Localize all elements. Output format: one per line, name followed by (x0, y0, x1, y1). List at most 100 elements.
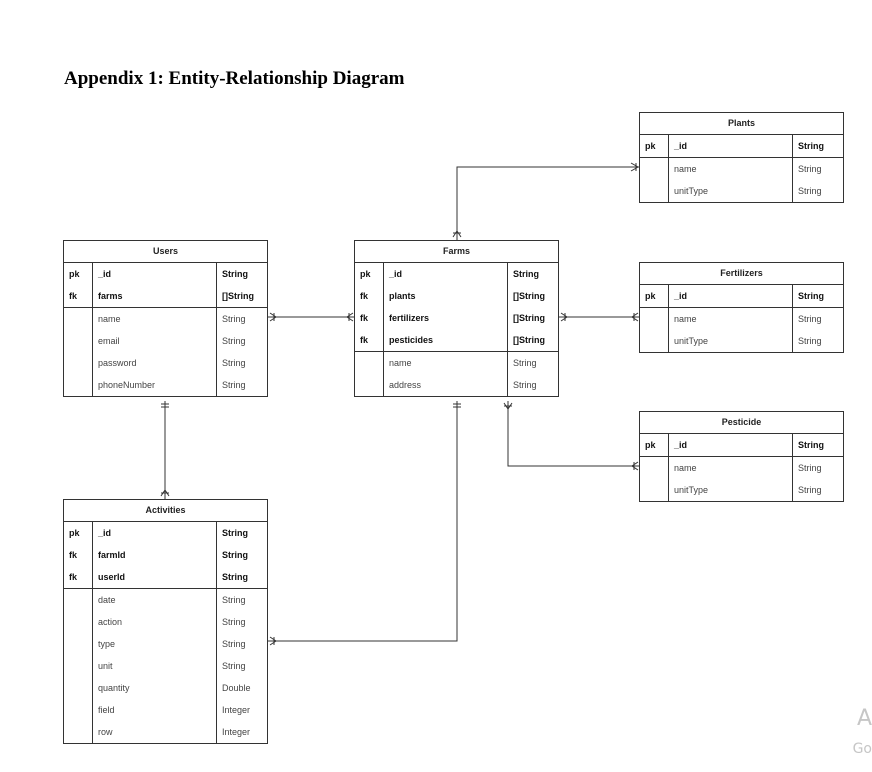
field-type: Double (222, 683, 251, 693)
field-name: unitType (674, 336, 709, 346)
field-type: String (222, 617, 246, 627)
field-type: String (222, 358, 246, 368)
field-type: String (222, 380, 246, 390)
field-name: farms (98, 291, 123, 301)
attribute-row: phoneNumber String (64, 374, 267, 396)
field-type: String (798, 141, 824, 151)
key-marker: fk (360, 313, 369, 323)
crowfoot-users-farms-farms-end (346, 312, 354, 322)
connector-farms-activities (268, 401, 458, 642)
key-marker: pk (645, 141, 656, 151)
key-marker: fk (69, 550, 78, 560)
page-title: Appendix 1: Entity-Relationship Diagram (64, 68, 405, 89)
field-name: quantity (98, 683, 130, 693)
field-name: unitType (674, 485, 709, 495)
key-marker: pk (645, 291, 656, 301)
field-type: String (222, 595, 246, 605)
field-type: String (513, 358, 537, 368)
field-name: phoneNumber (98, 380, 156, 390)
field-name: name (674, 463, 697, 473)
field-type: String (798, 463, 822, 473)
field-name: row (98, 727, 113, 737)
field-name: _id (674, 291, 688, 301)
crowfoot-pesticide-farms-end (503, 402, 513, 410)
field-type: String (513, 269, 539, 279)
crowfoot-farms-plants-plants-end (630, 162, 640, 172)
field-type: String (222, 572, 248, 582)
crowfoot-users-activities-act-end (160, 489, 170, 497)
attribute-row: date String (64, 589, 267, 611)
field-type: String (798, 485, 822, 495)
field-type: []String (513, 335, 545, 345)
cropped-text-fragment-2: Go (852, 741, 872, 757)
field-name: farmId (98, 550, 126, 560)
field-type: []String (513, 313, 545, 323)
attribute-row: row Integer (64, 721, 267, 743)
attribute-row: name String (355, 352, 558, 374)
field-type: String (222, 528, 248, 538)
entity-title: Farms (355, 241, 558, 263)
key-marker: fk (69, 572, 78, 582)
entity-title: Plants (640, 113, 843, 135)
field-name: unit (98, 661, 113, 671)
key-marker: pk (69, 269, 80, 279)
key-row: fk fertilizers []String (355, 307, 558, 329)
crowfoot-activities-farms-end (453, 403, 461, 408)
field-type: String (798, 291, 824, 301)
field-type: String (798, 314, 822, 324)
field-type: []String (513, 291, 545, 301)
field-type: String (798, 186, 822, 196)
field-type: String (222, 269, 248, 279)
field-type: []String (222, 291, 254, 301)
field-type: String (222, 336, 246, 346)
key-section: pk _id String (640, 285, 843, 308)
field-name: address (389, 380, 422, 390)
crowfoot-users-farms-users-end (269, 312, 277, 322)
field-type: Integer (222, 727, 251, 737)
crowfoot-fertilizers-farms-end (560, 312, 568, 322)
field-name: name (98, 314, 121, 324)
field-name: action (98, 617, 123, 627)
entity-title: Fertilizers (640, 263, 843, 285)
attribute-row: name String (640, 308, 843, 330)
crowfoot-fertilizers-fert-end (631, 312, 639, 322)
key-marker: pk (645, 440, 656, 450)
entity-title: Users (64, 241, 267, 263)
field-name: _id (674, 141, 688, 151)
entity-title: Activities (64, 500, 267, 522)
entity-title: Pesticide (640, 412, 843, 434)
field-name: name (389, 358, 412, 368)
field-name: _id (389, 269, 403, 279)
cropped-text-fragment: A (856, 706, 872, 731)
field-name: fertilizers (389, 313, 430, 323)
attribute-row: quantity Double (64, 677, 267, 699)
field-name: pesticides (389, 335, 434, 345)
field-name: name (674, 314, 697, 324)
attribute-row: name String (640, 457, 843, 479)
field-name: date (98, 595, 116, 605)
